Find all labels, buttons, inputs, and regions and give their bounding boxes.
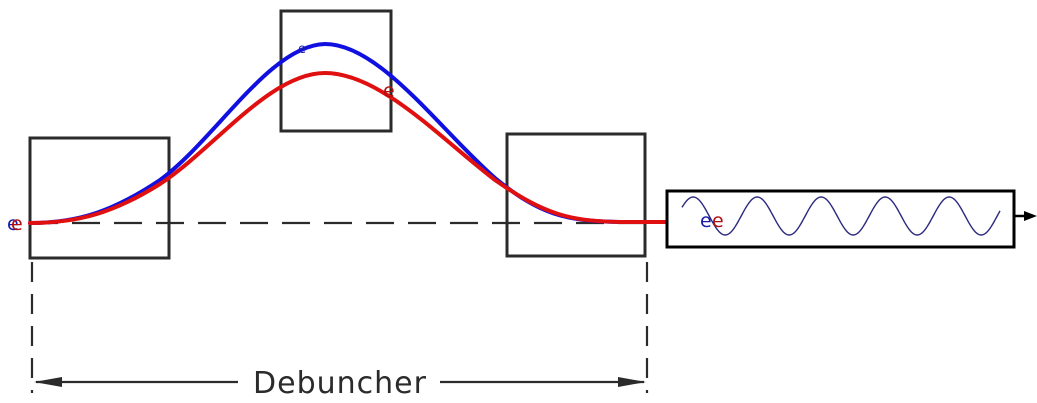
magnet-1 <box>28 136 171 260</box>
entry-electron-blue: e <box>7 213 19 235</box>
arrowhead-right <box>618 377 646 387</box>
arrowhead-left <box>34 377 62 387</box>
magnet-3 <box>505 132 647 258</box>
debuncher-label: Debuncher <box>253 366 427 401</box>
peak-electron-red: e <box>383 80 395 102</box>
magnet-2 <box>279 9 393 133</box>
exit-electron-blue: e <box>700 210 712 232</box>
output-arrowhead <box>1024 211 1037 221</box>
red-trajectory <box>28 70 670 225</box>
exit-electron-red: e <box>712 210 724 232</box>
undulator-wave <box>681 196 1001 236</box>
peak-electron-blue: e <box>298 42 306 57</box>
entry-electron-red: e <box>11 213 23 235</box>
